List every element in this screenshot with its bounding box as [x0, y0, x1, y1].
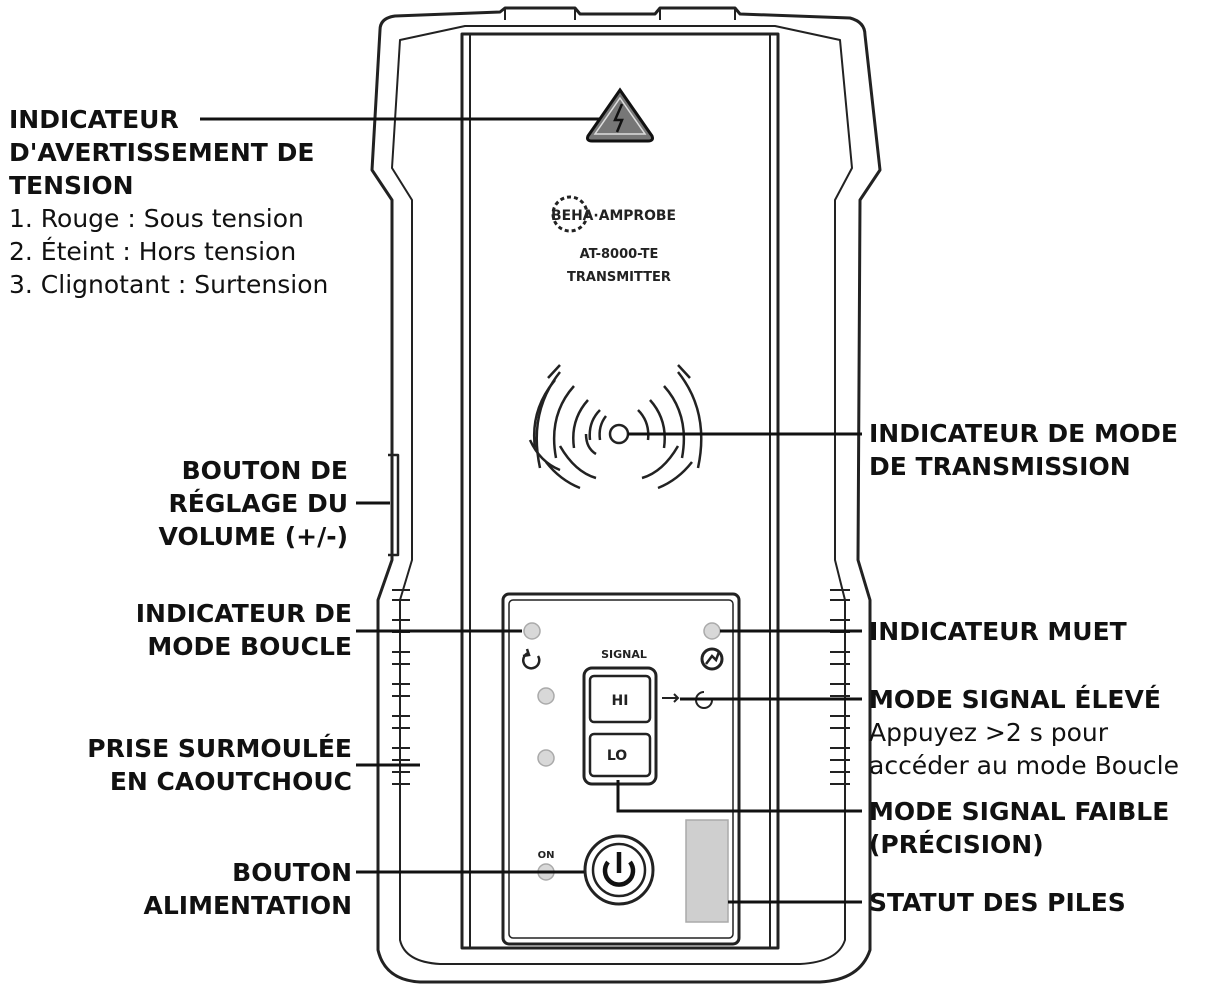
- high-signal-mode-title: MODE SIGNAL ÉLEVÉ: [869, 685, 1161, 714]
- power-button[interactable]: [583, 834, 655, 906]
- loop-mode-led: [523, 622, 541, 640]
- power-button-callout: BOUTON ALIMENTATION: [143, 856, 352, 922]
- transmission-mode-line-1: INDICATEUR DE MODE: [869, 419, 1178, 448]
- voltage-warning-item-1: 1. Rouge : Sous tension: [9, 204, 304, 233]
- low-signal-mode-callout: MODE SIGNAL FAIBLE (PRÉCISION): [869, 795, 1169, 861]
- device-housing: [370, 6, 882, 984]
- voltage-warning-title-3: TENSION: [9, 171, 134, 200]
- signal-label: SIGNAL: [601, 648, 647, 661]
- battery-status-callout: STATUT DES PILES: [869, 886, 1126, 919]
- rubber-jack-line-1: PRISE SURMOULÉE: [87, 734, 352, 763]
- loop-mode-line-2: MODE BOUCLE: [147, 632, 352, 661]
- signal-buttons: [582, 666, 658, 786]
- brand-logo: BEHA·AMPROBE: [551, 195, 676, 233]
- rubber-jack-callout: PRISE SURMOULÉE EN CAOUTCHOUC: [87, 732, 352, 798]
- lo-led: [537, 749, 555, 767]
- power-button-line-1: BOUTON: [232, 858, 352, 887]
- loop-mode-icon: [522, 648, 541, 670]
- hi-led: [537, 687, 555, 705]
- low-signal-mode-line-2: (PRÉCISION): [869, 830, 1044, 859]
- volume-button-line-1: BOUTON DE: [181, 456, 348, 485]
- hi-button-label: HI: [612, 693, 629, 709]
- on-label: ON: [538, 850, 555, 861]
- mute-indicator-line-1: INDICATEUR MUET: [869, 617, 1127, 646]
- high-signal-mode-note-2: accéder au mode Boucle: [869, 751, 1179, 780]
- volume-button-line-2: RÉGLAGE DU: [168, 489, 348, 518]
- device-type-text: TRANSMITTER: [567, 270, 671, 285]
- hold-to-loop-icon: [662, 691, 713, 709]
- volume-button-callout: BOUTON DE RÉGLAGE DU VOLUME (+/-): [159, 454, 348, 553]
- mute-indicator-callout: INDICATEUR MUET: [869, 615, 1127, 648]
- brand-text: BEHA·AMPROBE: [551, 208, 676, 224]
- power-icon: [602, 860, 636, 887]
- battery-status-indicator: [685, 819, 729, 923]
- led-indicators: [523, 622, 721, 881]
- transmission-mode-callout: INDICATEUR DE MODE DE TRANSMISSION: [869, 417, 1178, 483]
- high-signal-mode-callout: MODE SIGNAL ÉLEVÉ Appuyez >2 s pour accé…: [869, 683, 1179, 782]
- loop-mode-indicator-callout: INDICATEUR DE MODE BOUCLE: [136, 597, 352, 663]
- voltage-warning-item-2: 2. Éteint : Hors tension: [9, 237, 297, 266]
- voltage-warning-title-2: D'AVERTISSEMENT DE: [9, 138, 315, 167]
- mute-icon: [700, 647, 724, 671]
- voltage-warning-title-1: INDICATEUR: [9, 105, 179, 134]
- hi-button[interactable]: [588, 674, 652, 724]
- mute-led: [703, 622, 721, 640]
- transmission-waves-icon: [528, 364, 703, 490]
- voltage-warning-item-3: 3. Clignotant : Surtension: [9, 270, 329, 299]
- transmission-mode-line-2: DE TRANSMISSION: [869, 452, 1131, 481]
- leader-lines: [200, 117, 862, 904]
- low-signal-mode-line-1: MODE SIGNAL FAIBLE: [869, 797, 1170, 826]
- voltage-warning-callout: INDICATEUR D'AVERTISSEMENT DE TENSION 1.…: [9, 103, 328, 301]
- control-panel: [501, 592, 741, 946]
- loop-mode-line-1: INDICATEUR DE: [135, 599, 352, 628]
- lo-button-label: LO: [607, 748, 627, 764]
- voltage-warning-icon: [586, 87, 654, 143]
- lo-button[interactable]: [588, 732, 652, 778]
- power-button-line-2: ALIMENTATION: [143, 891, 352, 920]
- high-signal-mode-note-1: Appuyez >2 s pour: [869, 718, 1108, 747]
- rubber-jack-line-2: EN CAOUTCHOUC: [109, 767, 352, 796]
- battery-status-line-1: STATUT DES PILES: [869, 888, 1126, 917]
- model-text: AT-8000-TE: [580, 247, 659, 262]
- volume-button-line-3: VOLUME (+/-): [158, 522, 348, 551]
